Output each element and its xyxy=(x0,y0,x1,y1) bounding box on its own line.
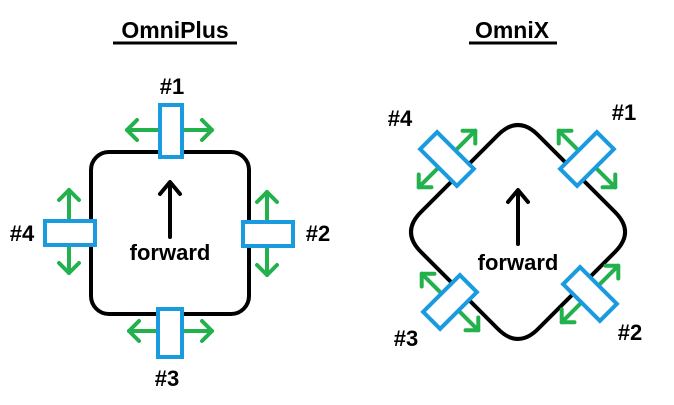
omnix-robot-body xyxy=(409,123,627,341)
omnix-wheel-2 xyxy=(559,263,621,325)
omniplus-wheel-2-label: #2 xyxy=(306,221,330,246)
omnix-wheel-1-rect xyxy=(557,129,617,189)
omnix-forward-label: forward xyxy=(478,250,559,275)
omnix-wheel-4-rect xyxy=(417,129,477,189)
omnix-wheel-2-rect xyxy=(560,264,620,324)
omnix-forward-arrow xyxy=(506,188,530,246)
omniplus-wheel-1 xyxy=(125,103,214,159)
omniplus-wheel-4 xyxy=(43,188,97,275)
omnix-wheel-1-label: #1 xyxy=(612,100,636,125)
omnix-wheel-3-rect xyxy=(420,272,480,332)
omnix-wheel-3 xyxy=(419,271,481,333)
omnix-wheel-4 xyxy=(416,128,478,190)
omniplus-panel: OmniPlus forward xyxy=(10,17,330,391)
omniplus-wheel-1-rect xyxy=(158,103,184,159)
omniplus-wheel-3 xyxy=(127,307,214,359)
omniplus-title: OmniPlus xyxy=(121,17,228,43)
omniplus-forward-label: forward xyxy=(130,240,211,265)
omnix-title: OmniX xyxy=(475,17,550,43)
omnix-panel: OmniX forward xyxy=(388,17,642,351)
omniplus-wheel-2 xyxy=(241,190,295,277)
omnix-wheel-3-label: #3 xyxy=(394,326,418,351)
omniplus-wheel-4-label: #4 xyxy=(10,221,35,246)
omniplus-wheel-1-label: #1 xyxy=(160,74,184,99)
omniplus-wheel-2-rect xyxy=(241,220,295,248)
omnix-wheel-2-label: #2 xyxy=(618,320,642,345)
omniplus-wheel-3-label: #3 xyxy=(155,366,179,391)
omnix-wheel-4-label: #4 xyxy=(388,106,413,131)
omniplus-wheel-3-rect xyxy=(156,307,184,359)
omniplus-forward-arrow xyxy=(158,180,182,239)
omniplus-wheel-4-rect xyxy=(43,219,97,247)
omnix-wheel-1 xyxy=(556,128,618,190)
